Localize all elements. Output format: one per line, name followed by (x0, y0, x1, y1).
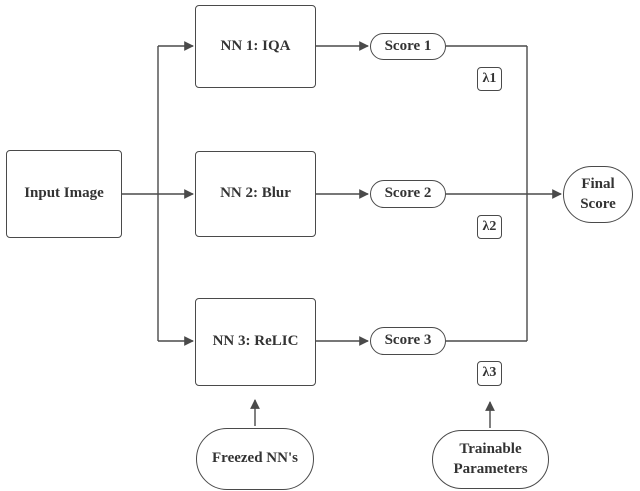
score1-node: Score 1 (370, 33, 446, 60)
input-image-node: Input Image (6, 150, 122, 238)
score2-node: Score 2 (370, 180, 446, 208)
final-score-node: Final Score (563, 166, 633, 223)
lambda1-node: λ1 (477, 67, 502, 91)
lambda3-node: λ3 (477, 361, 502, 386)
nn3-node: NN 3: ReLIC (195, 298, 316, 386)
score3-node: Score 3 (370, 327, 446, 355)
nn2-node: NN 2: Blur (195, 151, 316, 237)
nn1-node: NN 1: IQA (195, 5, 316, 88)
lambda2-node: λ2 (477, 215, 502, 239)
frozen-nn-note: Freezed NN's (196, 428, 314, 490)
trainable-parameters-note: Trainable Parameters (432, 430, 549, 489)
